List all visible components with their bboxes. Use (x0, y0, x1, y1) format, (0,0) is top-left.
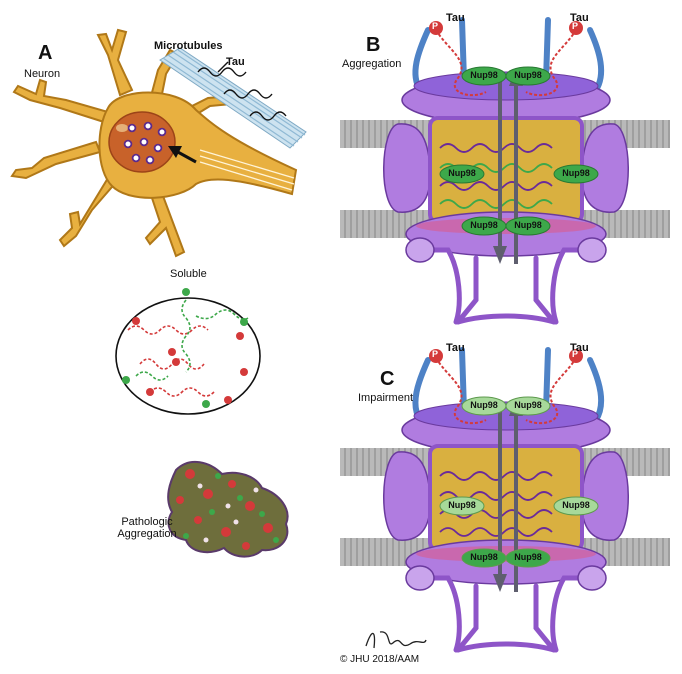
nup98-c-3: Nup98 (448, 500, 476, 510)
aggregation-title: Aggregation (342, 58, 402, 70)
phospho-b-right: P (572, 21, 579, 31)
phospho-c-left: P (432, 349, 439, 359)
nup98-c-5: Nup98 (470, 552, 498, 562)
phospho-c-right: P (572, 349, 579, 359)
tau-label-c-left: Tau (446, 342, 465, 354)
nup98-c-1: Nup98 (470, 400, 498, 410)
neuron-label: Neuron (24, 68, 61, 80)
nup98-b-1: Nup98 (470, 70, 498, 80)
tau-label-b-left: Tau (446, 12, 465, 24)
panel-c-letter: C (380, 368, 395, 390)
pathologic-label-line2: Aggregation (117, 528, 177, 540)
nup98-b-5: Nup98 (470, 220, 498, 230)
nuclear-pore-aggregation (340, 17, 670, 325)
copyright-credit: © JHU 2018/AAM (340, 654, 420, 665)
nup98-b-4: Nup98 (562, 168, 590, 178)
pathologic-label: Pathologic Aggregation (112, 516, 182, 540)
panel-a-letter: A (38, 42, 53, 64)
pathologic-aggregate-illustration (167, 460, 289, 558)
soluble-tau-illustration (115, 288, 261, 415)
pathologic-label-line1: Pathologic (121, 516, 173, 528)
tau-label-neuron: Tau (226, 56, 245, 68)
soluble-label: Soluble (170, 268, 207, 280)
microtubules-illustration (159, 47, 307, 149)
nuclear-pore-impairment (340, 347, 670, 653)
nup98-b-3: Nup98 (448, 168, 476, 178)
nup98-c-2: Nup98 (514, 400, 542, 410)
panel-b-letter: B (366, 34, 381, 56)
artist-signature (365, 631, 427, 649)
microtubules-label: Microtubules (154, 40, 223, 52)
tau-label-b-right: Tau (570, 12, 589, 24)
nup98-b-2: Nup98 (514, 70, 542, 80)
neuron-illustration (10, 28, 298, 258)
nup98-b-6: Nup98 (514, 220, 542, 230)
nup98-c-4: Nup98 (562, 500, 590, 510)
phospho-b-left: P (432, 21, 439, 31)
tau-label-c-right: Tau (570, 342, 589, 354)
nup98-c-6: Nup98 (514, 552, 542, 562)
impairment-title: Impairment (358, 392, 414, 404)
